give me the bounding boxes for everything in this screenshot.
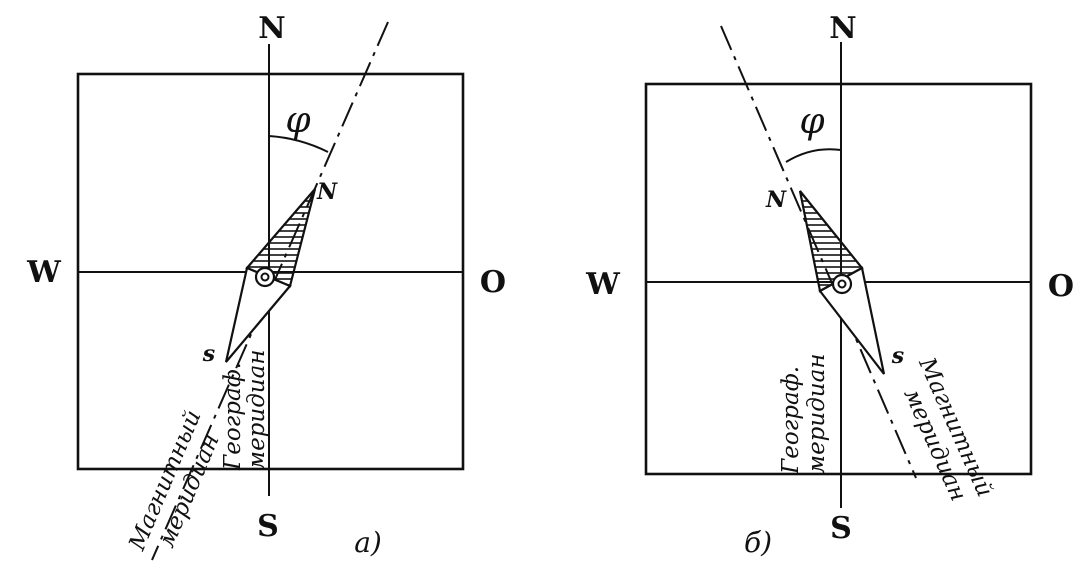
- panel-a-needle-pivot-outer: [254, 266, 276, 288]
- panel-b-magnetic-meridian-text: Магнитный меридиан: [899, 353, 998, 505]
- panel-a: N S W O φ N s Магнитный меридиан Географ…: [26, 11, 506, 561]
- panel-a-compass-needle: [224, 188, 317, 363]
- panel-b-frame: [644, 82, 1033, 476]
- panel-a-angle-label: φ: [285, 100, 311, 141]
- panel-b-east-label: O: [1048, 269, 1074, 304]
- panel-b-geographic-meridian-line1: Географ.: [778, 366, 804, 475]
- panel-a-caption: а): [354, 526, 382, 559]
- panel-b-north-label: N: [829, 11, 856, 46]
- panel-b-west-label: W: [585, 267, 621, 302]
- panel-a-north-label: N: [258, 11, 285, 46]
- panel-b-compass-needle: [798, 190, 886, 375]
- panel-a-east-label: O: [480, 265, 506, 300]
- panel-a-needle-north-label: N: [316, 179, 338, 205]
- panel-b-needle-north-label: N: [765, 187, 787, 213]
- panel-a-south-label: S: [257, 509, 279, 544]
- panel-b-needle-pivot-inner: [837, 279, 847, 289]
- panel-b-needle-pivot-outer: [831, 273, 853, 295]
- panel-b-needle-south-label: s: [891, 343, 904, 369]
- panel-b-angle-label: φ: [799, 101, 825, 142]
- panel-a-needle-south-label: s: [202, 341, 215, 367]
- panel-a-magnetic-meridian-line: [151, 21, 389, 561]
- panel-b-geographic-meridian-line2: меридиан: [804, 354, 830, 474]
- panel-b-geographic-meridian-text: Географ. меридиан: [778, 354, 830, 475]
- panel-a-geographic-meridian-line1: Географ.: [220, 362, 246, 471]
- panel-a-needle-pivot-inner: [260, 272, 270, 282]
- panel-b: N S W O φ N s Магнитный меридиан Географ…: [585, 11, 1074, 559]
- panel-a-geographic-meridian-line2: меридиан: [244, 350, 270, 470]
- panel-b-magnetic-meridian-line: [720, 25, 917, 479]
- panel-a-geographic-meridian-text: Географ. меридиан: [220, 350, 270, 471]
- panel-a-west-label: W: [26, 255, 62, 290]
- panel-a-magnetic-meridian-text: Магнитный меридиан: [124, 406, 225, 555]
- panel-b-south-label: S: [830, 511, 852, 546]
- panel-b-caption: б): [744, 526, 772, 559]
- panel-a-angle-arc: [268, 135, 329, 153]
- panel-b-angle-arc: [785, 148, 842, 163]
